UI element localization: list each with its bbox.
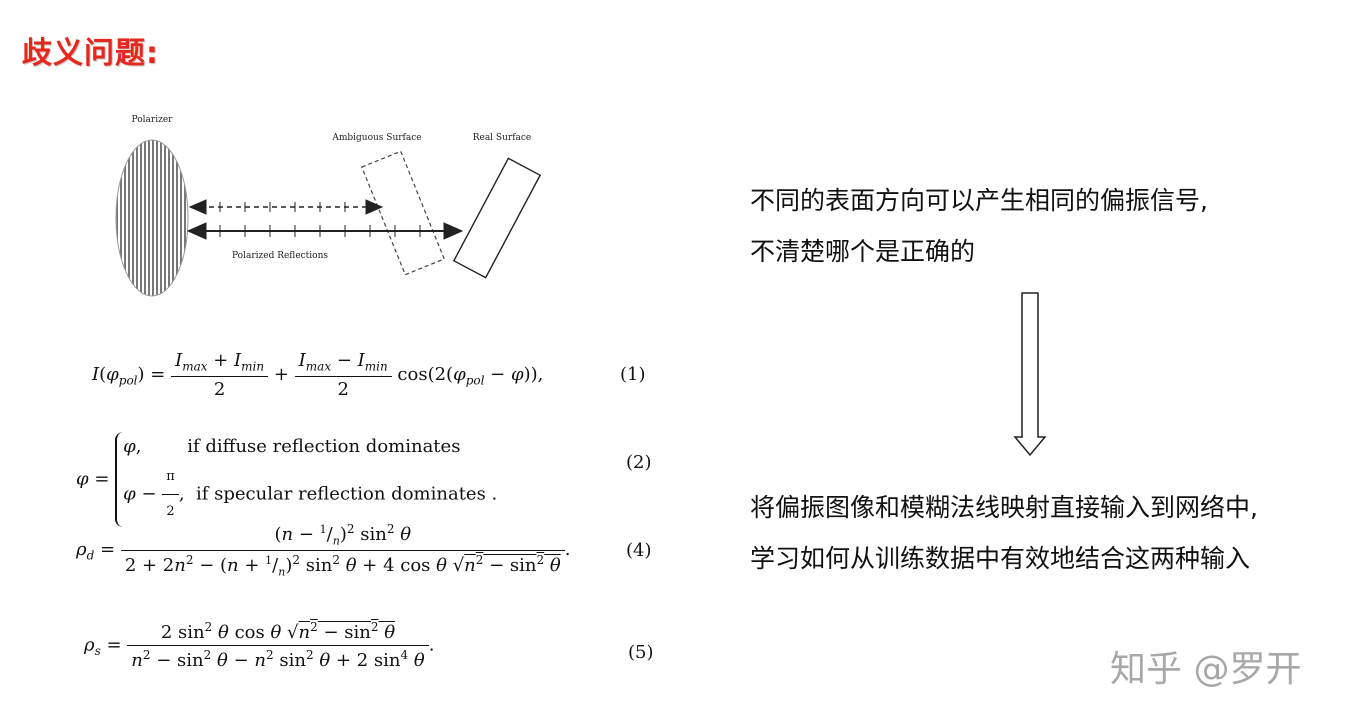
description-line-3: 将偏振图像和模糊法线映射直接输入到网络中, [750,493,1258,522]
equation-5-number: (5) [628,642,654,663]
description-top: 不同的表面方向可以产生相同的偏振信号, 不清楚哪个是正确的 [750,175,1208,277]
real-reflection-arrow [186,222,464,240]
reflections-label: Polarized Reflections [232,251,328,261]
polarization-diagram: Polarizer Ambiguous Surface Real Surface… [115,115,542,297]
page-title: 歧义问题: [22,36,159,71]
equation-4: ρd = (n − 1/n)2 sin2 θ 2 + 2n2 − (n + 1/… [76,522,571,579]
equation-2: φ = φ, if diffuse reflection dominates φ… [76,432,497,527]
equation-2-number: (2) [626,452,652,473]
ambiguous-surface [361,150,445,276]
description-line-2: 不清楚哪个是正确的 [750,237,976,266]
real-surface [452,157,542,279]
ambiguous-reflection-arrow [188,199,384,215]
real-surface-label: Real Surface [473,133,532,143]
down-arrow-icon [1013,292,1047,457]
polarizer-ellipse [115,139,189,297]
watermark: 知乎 @罗开 [1110,649,1302,690]
description-line-1: 不同的表面方向可以产生相同的偏振信号, [750,186,1208,215]
description-bottom: 将偏振图像和模糊法线映射直接输入到网络中, 学习如何从训练数据中有效地结合这两种… [750,482,1258,584]
polarizer-label: Polarizer [132,115,174,125]
description-line-4: 学习如何从训练数据中有效地结合这两种输入 [750,544,1251,573]
ambiguous-surface-label: Ambiguous Surface [331,133,421,143]
equation-1-number: (1) [620,364,646,385]
eq2-case1-condition: if diffuse reflection dominates [187,436,461,457]
eq2-case2-condition: if specular reflection dominates [196,483,486,505]
equation-4-number: (4) [626,540,652,561]
equation-5: ρs = 2 sin2 θ cos θ √n2 − sin2 θ n2 − si… [84,620,435,671]
